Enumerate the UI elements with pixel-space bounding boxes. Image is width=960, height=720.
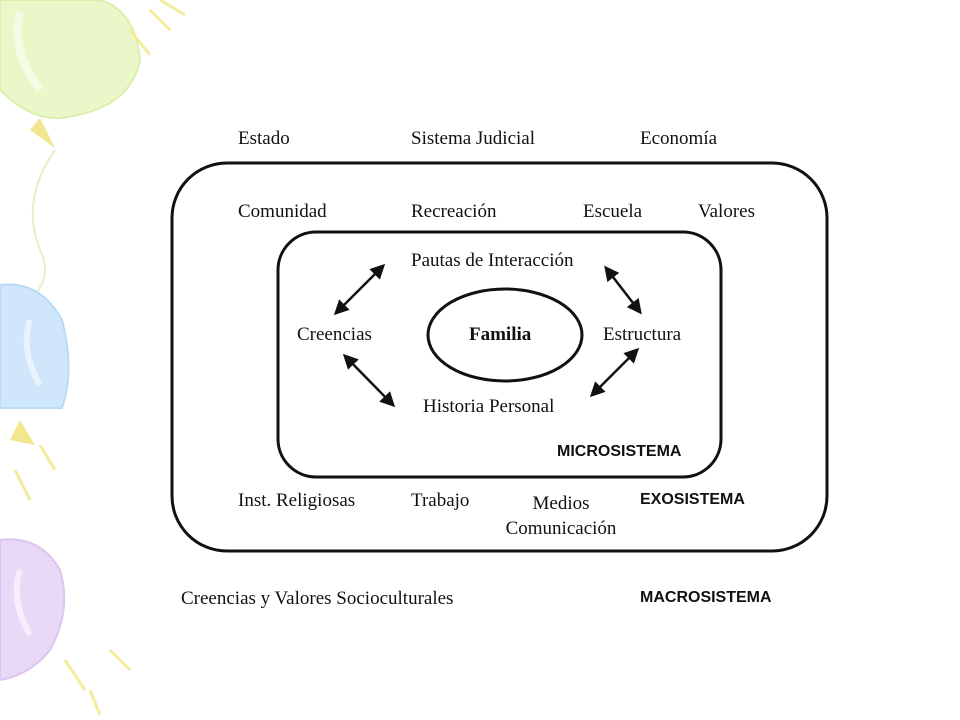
exosistema-label: EXOSISTEMA	[640, 491, 745, 508]
arrow-pautas-estructura	[604, 265, 642, 315]
familia-ellipse	[426, 287, 584, 383]
arrow-historia-creencias	[342, 353, 396, 408]
exo-item-recreacion: Recreación	[411, 201, 497, 222]
micro-top-pautas: Pautas de Interacción	[411, 250, 574, 271]
balloon-decoration	[0, 0, 186, 716]
arrow-creencias-pautas	[333, 263, 386, 316]
microsistema-label: MICROSISTEMA	[557, 443, 682, 460]
exo-item-valores: Valores	[698, 201, 755, 222]
micro-right-estructura: Estructura	[603, 324, 682, 345]
exosystem-box	[170, 161, 829, 553]
microsystem-box	[276, 230, 723, 479]
macro-bottom-text: Creencias y Valores Socioculturales	[181, 588, 454, 609]
micro-left-creencias: Creencias	[297, 324, 372, 345]
macro-item-estado: Estado	[238, 128, 290, 149]
macrosistema-label: MACROSISTEMA	[640, 589, 772, 606]
micro-center-familia: Familia	[469, 324, 532, 345]
exo-item-escuela: Escuela	[583, 201, 643, 222]
exo-item-trabajo: Trabajo	[411, 490, 470, 511]
arrow-estructura-historia	[589, 347, 640, 398]
macro-item-sistema-judicial: Sistema Judicial	[411, 128, 536, 149]
exo-item-inst-religiosas: Inst. Religiosas	[238, 490, 356, 511]
exo-item-comunidad: Comunidad	[238, 201, 327, 222]
micro-bottom-historia: Historia Personal	[423, 396, 555, 417]
exo-item-medios-comunicacion: Medios Comunicación	[505, 493, 617, 539]
macro-item-economia: Economía	[640, 128, 718, 149]
